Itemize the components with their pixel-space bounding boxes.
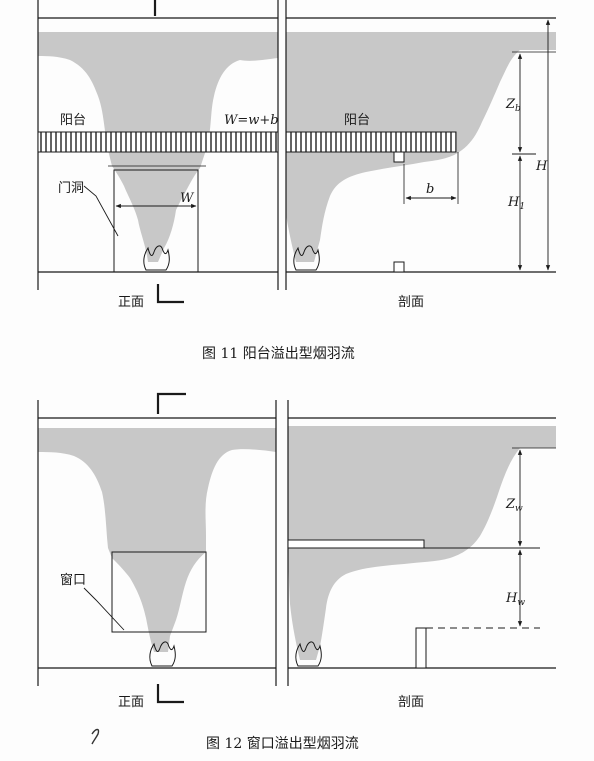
- fig12-zw-symbol: Zw: [505, 497, 523, 514]
- fig11-caption: 图 11 阳台溢出型烟羽流: [202, 346, 355, 362]
- fig11-width-formula: W=w+b: [224, 113, 279, 128]
- fig12-front-label: 正面: [118, 695, 144, 710]
- fig11-door-opening: [113, 169, 199, 273]
- fig12-window-opening: [111, 551, 207, 633]
- stray-mark: [91, 728, 100, 745]
- figure-12: 窗口 正面 Zw Hw 剖面 图 12 窗口溢出型: [37, 392, 556, 752]
- fig11-front-label: 正面: [118, 295, 144, 310]
- fig11-door-label: 门洞: [58, 181, 84, 196]
- fig11-width-symbol: W: [180, 191, 195, 206]
- fig11-b-symbol: b: [426, 182, 434, 197]
- fig11-h1-symbol: H1: [507, 195, 525, 212]
- fig11-section-balcony-slab: [285, 131, 457, 153]
- fig11-section-fire-icon: [293, 245, 320, 271]
- fig12-front-fire-icon: [149, 641, 176, 667]
- fig11-front-balcony-label: 阳台: [60, 113, 86, 128]
- fig11-section-label: 剖面: [398, 295, 424, 310]
- fig11-section-balcony-label: 阳台: [344, 113, 370, 128]
- fig12-front-smoke: [38, 428, 276, 652]
- fig12-caption: 图 12 窗口溢出型烟羽流: [206, 735, 359, 752]
- fig12-section-view: Zw Hw 剖面: [287, 400, 556, 710]
- fig11-section-view: 阳台 b Zb H H1 剖面: [285, 0, 556, 310]
- fig11-front-fire-icon: [143, 245, 170, 271]
- fig12-front-view: 窗口 正面: [37, 392, 277, 710]
- fig11-zb-symbol: Zb: [505, 97, 521, 114]
- fig12-section-slab: [287, 539, 425, 549]
- fig12-window-label: 窗口: [60, 572, 86, 588]
- fig11-front-balcony-slab: [37, 131, 279, 153]
- fig12-section-fire-icon: [295, 641, 322, 667]
- fig12-section-label: 剖面: [398, 695, 424, 710]
- fig12-hw-symbol: Hw: [505, 591, 525, 608]
- figure-11: 阳台 W=w+b 门洞 W 正面: [37, 0, 556, 362]
- fig11-h-symbol: H: [535, 159, 548, 174]
- fig11-front-view: 阳台 W=w+b 门洞 W 正面: [37, 0, 279, 310]
